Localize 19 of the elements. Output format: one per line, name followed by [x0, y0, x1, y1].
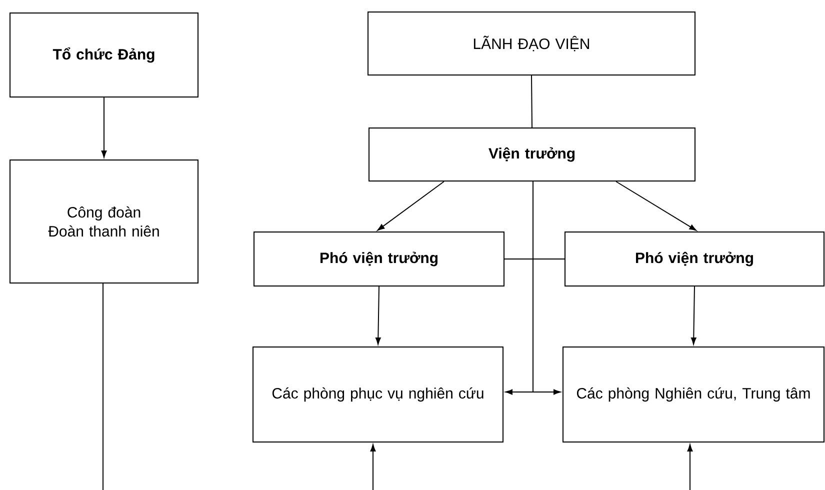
org-box: LÃNH ĐẠO VIỆN [368, 12, 696, 76]
connector [690, 286, 696, 345]
org-box: Các phòng Nghiên cứu, Trung tâm [562, 346, 824, 442]
connector [616, 181, 697, 231]
connector [531, 75, 532, 128]
connector [101, 97, 107, 158]
connector [102, 283, 104, 490]
connector [504, 258, 565, 260]
org-box: Phó viện trưởng [254, 232, 504, 286]
org-box: Phó viện trưởng [564, 232, 824, 286]
connector [532, 181, 561, 395]
connector [687, 444, 693, 490]
org-box: Viện trưởng [368, 128, 696, 182]
connector [370, 444, 376, 490]
connector [377, 181, 444, 231]
org-box: Các phòng phục vụ nghiên cứu [252, 346, 504, 442]
org-box: Công đoàn Đoàn thanh niên [10, 160, 198, 284]
connector [375, 286, 381, 345]
org-box: Tổ chức Đảng [10, 12, 198, 98]
